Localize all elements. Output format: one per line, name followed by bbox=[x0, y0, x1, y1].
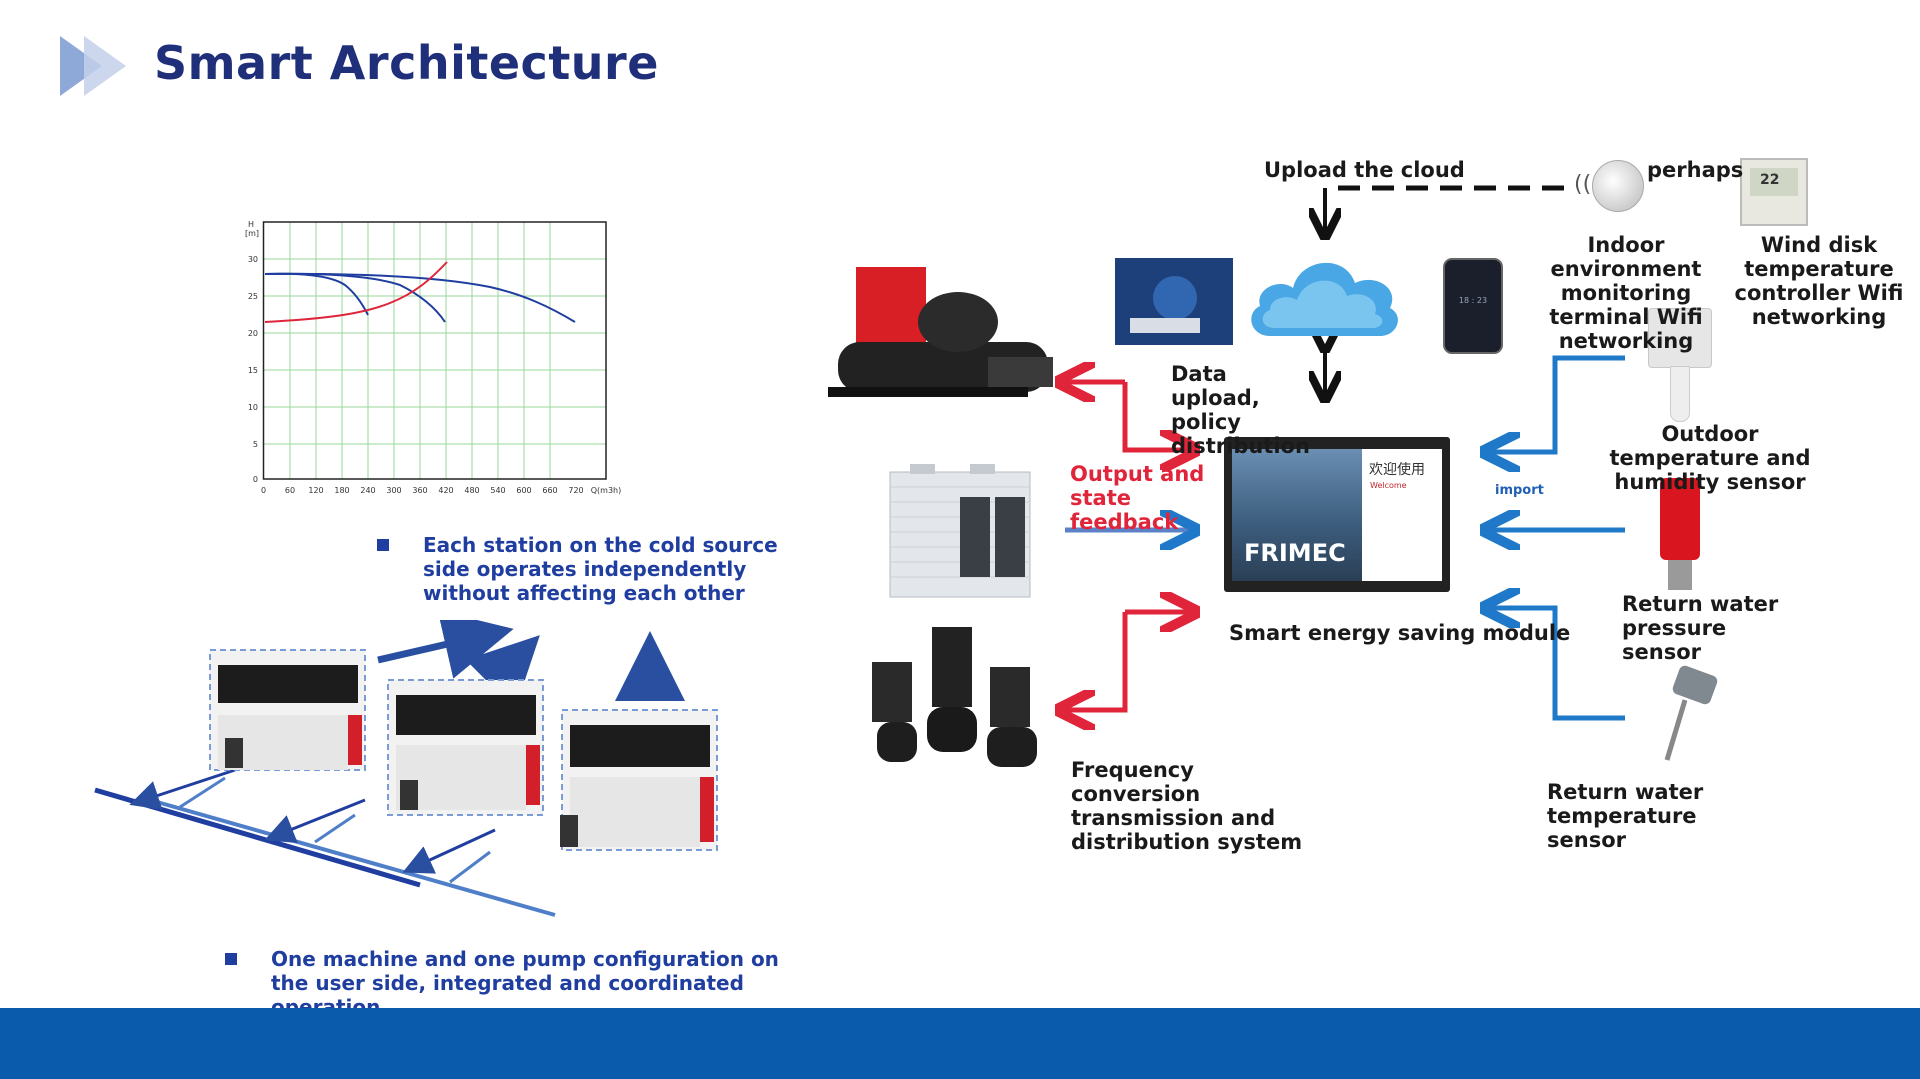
svg-text:60: 60 bbox=[285, 486, 295, 495]
phone-time: 18 : 23 bbox=[1458, 296, 1488, 305]
chiller-station-illustration bbox=[94, 620, 718, 917]
indoor-sensor-disc-icon bbox=[1592, 160, 1644, 212]
chart-y-ticks: 30 25 20 15 10 5 0 bbox=[248, 255, 258, 484]
label-upload-cloud: Upload the cloud bbox=[1264, 158, 1465, 182]
pump-curve-chart: H [m] 30 25 20 15 10 5 0 0 60 120 180 240 300 360 4… bbox=[245, 220, 621, 495]
svg-text:120: 120 bbox=[308, 486, 323, 495]
svg-text:Q(m3h): Q(m3h) bbox=[591, 486, 622, 495]
svg-text:540: 540 bbox=[490, 486, 505, 495]
circulation-pumps-image bbox=[872, 627, 1037, 767]
svg-text:20: 20 bbox=[248, 329, 258, 338]
chart-y-unit: H bbox=[248, 220, 254, 229]
svg-text:25: 25 bbox=[248, 292, 258, 301]
chiller-unit-3 bbox=[560, 709, 718, 851]
svg-text:30: 30 bbox=[248, 255, 258, 264]
label-return-temp: Return water temperature sensor bbox=[1547, 780, 1704, 852]
svg-text:480: 480 bbox=[464, 486, 479, 495]
svg-text:0: 0 bbox=[261, 486, 266, 495]
svg-text:600: 600 bbox=[516, 486, 531, 495]
phone-image: 18 : 23 bbox=[1443, 258, 1503, 354]
label-return-pressure: Return water pressure sensor bbox=[1622, 592, 1779, 664]
label-outdoor-sensor: Outdoor temperature and humidity sensor bbox=[1609, 422, 1811, 494]
label-freq-conversion: Frequency conversion transmission and di… bbox=[1071, 758, 1303, 854]
label-smart-module: Smart energy saving module bbox=[1229, 621, 1571, 645]
label-perhaps: perhaps bbox=[1647, 158, 1744, 182]
screen-welcome-en: Welcome bbox=[1370, 481, 1407, 490]
svg-text:15: 15 bbox=[248, 366, 258, 375]
cooling-tower-image bbox=[889, 464, 1031, 598]
temperature-sensor-image bbox=[1664, 665, 1718, 761]
label-import: import bbox=[1495, 483, 1544, 498]
page-title: Smart Architecture bbox=[154, 36, 659, 90]
label-data-upload: Data upload, policy distribution bbox=[1171, 362, 1310, 458]
bullet-square-icon bbox=[377, 539, 389, 551]
label-output-feedback: Output and state feedback bbox=[1070, 462, 1205, 534]
laptop-image bbox=[1115, 258, 1233, 345]
outdoor-sensor-probe bbox=[1670, 366, 1690, 422]
screen-brand: FRIMEC bbox=[1244, 539, 1346, 567]
svg-text:660: 660 bbox=[542, 486, 557, 495]
bullet-square-icon bbox=[225, 953, 237, 965]
wifi-signal-icon: (( bbox=[1574, 172, 1592, 197]
smart-module-screen: 欢迎使用 Welcome FRIMEC bbox=[1224, 437, 1450, 592]
pressure-sensor-fitting bbox=[1668, 560, 1692, 590]
svg-text:240: 240 bbox=[360, 486, 375, 495]
system-curve bbox=[264, 261, 448, 323]
thermostat-image: 22 bbox=[1740, 158, 1808, 226]
svg-text:300: 300 bbox=[386, 486, 401, 495]
thermostat-temp: 22 bbox=[1760, 172, 1780, 188]
cloud-icon bbox=[1251, 262, 1398, 336]
svg-text:420: 420 bbox=[438, 486, 453, 495]
footer-band bbox=[0, 1008, 1920, 1079]
svg-text:360: 360 bbox=[412, 486, 427, 495]
pump-curve-3 bbox=[264, 272, 576, 323]
chiller-unit-1 bbox=[209, 649, 366, 771]
svg-text:720: 720 bbox=[568, 486, 583, 495]
chart-x-ticks: 0 60 120 180 240 300 360 420 480 540 600 660 720 Q… bbox=[261, 486, 621, 495]
chiller-unit-2 bbox=[387, 679, 544, 816]
svg-text:5: 5 bbox=[253, 440, 258, 449]
svg-text:0: 0 bbox=[253, 475, 258, 484]
chevron-logo-icon bbox=[60, 36, 126, 96]
bullet-cold-source: Each station on the cold source side ope… bbox=[377, 533, 797, 613]
screen-welcome-cn: 欢迎使用 bbox=[1369, 462, 1425, 478]
svg-text:10: 10 bbox=[248, 403, 258, 412]
label-indoor-terminal: Indoor environment monitoring terminal W… bbox=[1549, 233, 1703, 353]
screw-chiller-image bbox=[828, 267, 1053, 397]
pressure-sensor-image bbox=[1660, 478, 1700, 560]
chart-frame bbox=[262, 221, 607, 480]
svg-text:[m]: [m] bbox=[245, 229, 259, 238]
svg-text:180: 180 bbox=[334, 486, 349, 495]
label-wind-disk: Wind disk temperature controller Wifi ne… bbox=[1734, 233, 1904, 329]
